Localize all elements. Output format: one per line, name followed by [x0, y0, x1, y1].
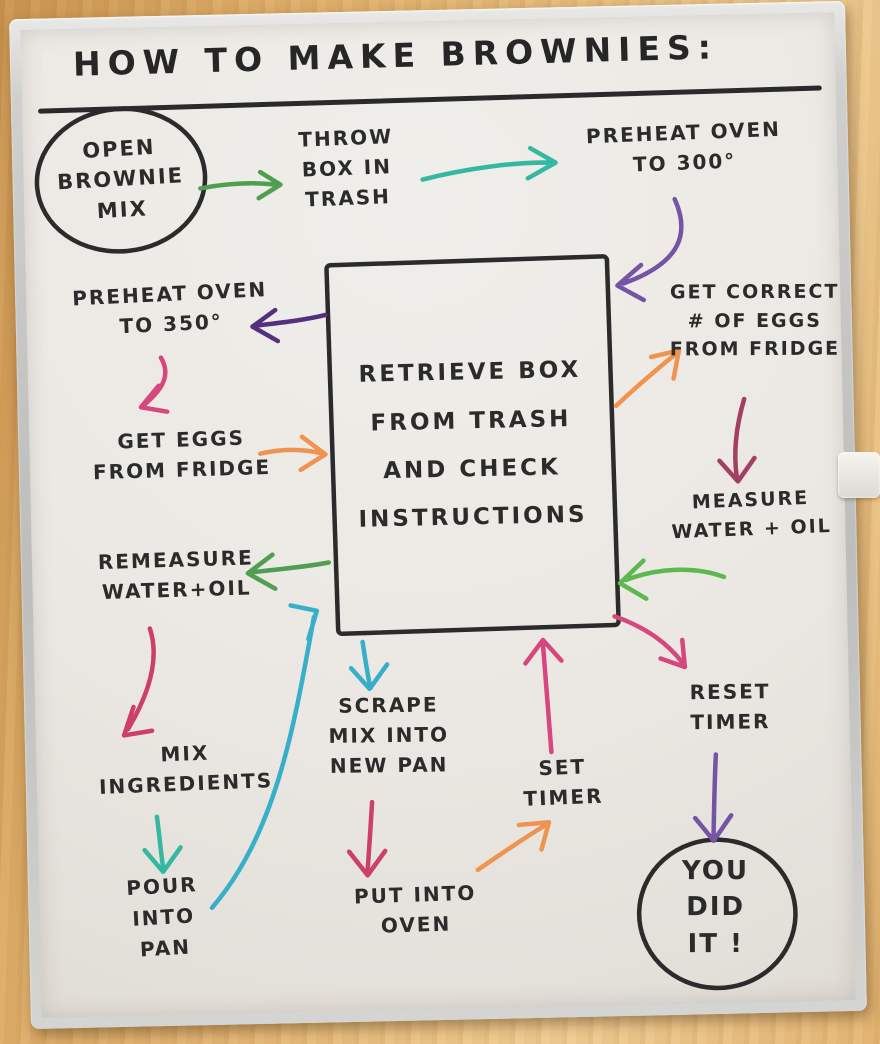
marker-drawing-layer [34, 106, 798, 991]
arrow-open-to-throw [198, 169, 283, 201]
arrow-settimer-to-box [523, 637, 564, 755]
whiteboard-surface: HOW TO MAKE BROWNIES: OPEN BROWNIE MIX T… [20, 12, 856, 1018]
retrieve-box-rect [324, 254, 621, 637]
arrow-throw-to-preheat300 [420, 145, 558, 182]
arrow-mix-to-pour [142, 814, 183, 875]
arrow-resettimer-to-done [692, 752, 734, 843]
arrow-eggs-to-box [258, 434, 328, 473]
node-mix-ingredients: MIX INGREDIENTS [98, 740, 274, 799]
board-mounting-clip [838, 452, 880, 498]
node-preheat-oven-350: PREHEAT OVEN TO 350° [71, 277, 268, 339]
node-measure-water-oil: MEASURE WATER + OIL [671, 486, 833, 543]
node-put-into-oven: PUT INTO OVEN [353, 880, 477, 938]
arrow-measure-to-box [617, 558, 727, 601]
arrow-box-to-resettimer [612, 614, 688, 670]
arrow-pour-to-box [209, 603, 320, 911]
arrow-preheat350-to-eggs [138, 355, 170, 414]
arrow-preheat300-to-box [615, 196, 684, 303]
node-set-timer: SET TIMER [522, 754, 604, 811]
done-circle [636, 837, 798, 991]
node-retrieve-box-instructions: RETRIEVE BOX FROM TRASH AND CHECK INSTRU… [358, 357, 588, 534]
node-pour-into-pan: POUR INTO PAN [125, 872, 199, 962]
node-throw-box-in-trash: THROW BOX IN TRASH [297, 124, 394, 212]
node-get-eggs-from-fridge: GET EGGS FROM FRIDGE [92, 425, 272, 485]
node-open-brownie-mix: OPEN BROWNIE MIX [56, 134, 185, 224]
node-reset-timer: RESET TIMER [689, 679, 771, 735]
node-scrape-mix-new-pan: SCRAPE MIX INTO NEW PAN [328, 692, 450, 778]
arrow-putoven-to-settimer [475, 820, 552, 873]
node-you-did-it: YOU DID IT ! [681, 855, 750, 959]
node-get-correct-eggs: GET CORRECT # OF EGGS FROM FRIDGE [669, 280, 841, 361]
arrow-box-to-remeasure [245, 552, 332, 591]
node-preheat-oven-300: PREHEAT OVEN TO 300° [585, 116, 782, 177]
arrow-box-to-preheat350 [250, 307, 328, 344]
node-remeasure-water-oil: REMEASURE WATER+OIL [97, 545, 255, 604]
whiteboard-frame: HOW TO MAKE BROWNIES: OPEN BROWNIE MIX T… [9, 1, 867, 1029]
arrow-remeasure-to-mix [121, 626, 156, 738]
arrow-box-to-scrape [348, 639, 390, 692]
arrow-box-to-correct-eggs [613, 348, 682, 409]
arrow-correct-eggs-to-measure [717, 396, 757, 484]
arrow-scrape-to-putoven [346, 799, 388, 878]
